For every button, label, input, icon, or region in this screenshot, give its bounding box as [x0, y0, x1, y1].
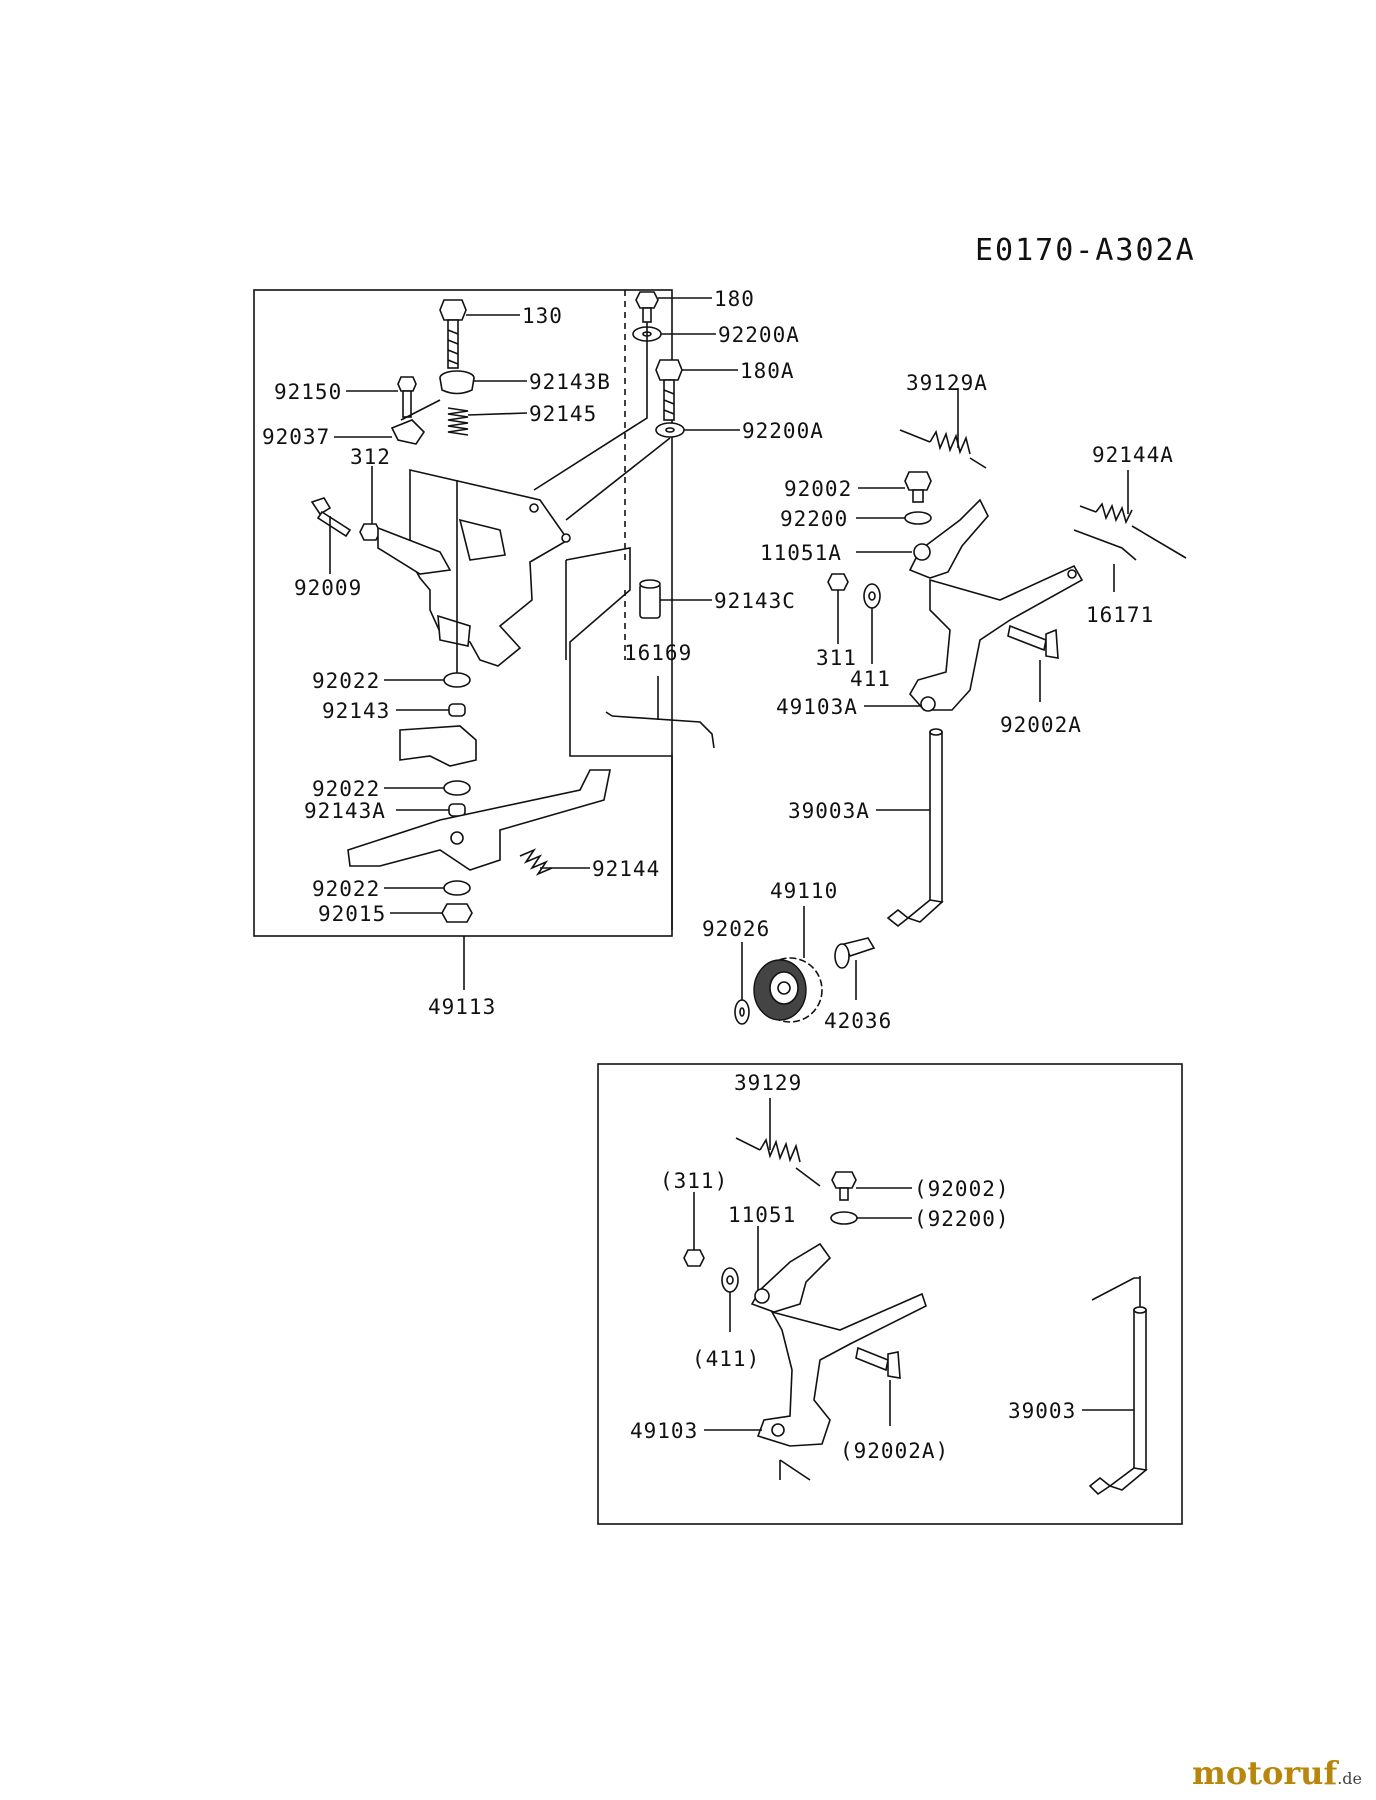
bolt-92009 [310, 497, 352, 574]
label-92144: 92144 [592, 857, 660, 881]
arm-11051A [856, 498, 989, 579]
label-92200A-top: 92200A [718, 323, 800, 347]
label-92150: 92150 [274, 380, 342, 404]
spring-92144A [1079, 470, 1187, 559]
washer-92200A-top [632, 326, 716, 342]
lever-bracket [399, 725, 477, 767]
watermark-suffix: .de [1337, 1769, 1362, 1788]
shaft-42036 [834, 937, 876, 1000]
bolt-92150 [346, 376, 417, 418]
collar-92143 [396, 703, 466, 717]
bolt-92002A-alt [855, 1346, 901, 1426]
spring-92144 [519, 848, 590, 876]
lever-49103 [756, 1292, 927, 1447]
washer-92200-alt [830, 1211, 912, 1225]
label-49110: 49110 [770, 879, 838, 903]
label-312: 312 [350, 445, 391, 469]
label-49103A: 49103A [776, 695, 858, 719]
spring-39129A [899, 388, 987, 469]
bolt-130 [439, 299, 520, 369]
arm-11051 [750, 1226, 832, 1313]
label-92026: 92026 [702, 917, 770, 941]
washer-92022-mid [384, 780, 471, 796]
collar-92143B [439, 370, 527, 395]
label-92143B: 92143B [529, 370, 611, 394]
bolt-180 [635, 291, 712, 323]
washer-411-alt [721, 1267, 739, 1332]
label-92143A: 92143A [304, 799, 386, 823]
link-16171 [1073, 529, 1137, 592]
label-92002-alt: (92002) [914, 1177, 1010, 1201]
watermark-logo: motoruf.de [1192, 1754, 1362, 1792]
label-16171: 16171 [1086, 603, 1154, 627]
assembly-box-49113 [253, 289, 673, 937]
washer-92022-top [384, 672, 471, 688]
bolt-180A [655, 359, 738, 421]
label-130: 130 [522, 304, 563, 328]
governor-plate [377, 468, 571, 667]
rod-39003A [876, 728, 944, 928]
label-180A: 180A [740, 359, 795, 383]
nut-92015 [390, 903, 473, 923]
gear-49110 [753, 906, 823, 1023]
label-92009: 92009 [294, 576, 362, 600]
watermark-brand: motoruf [1191, 1754, 1338, 1792]
label-11051: 11051 [728, 1203, 796, 1227]
collar-92143A [396, 803, 466, 817]
label-92143C: 92143C [714, 589, 796, 613]
alternate-assembly-box [597, 1063, 1183, 1525]
label-92002: 92002 [784, 477, 852, 501]
label-411-alt: (411) [692, 1347, 760, 1371]
link-rod-16169 [605, 676, 715, 749]
label-16169: 16169 [624, 641, 692, 665]
bracket-92037 [334, 419, 426, 445]
label-92022-mid: 92022 [312, 777, 380, 801]
diagram-code: E0170-A302A [975, 233, 1196, 268]
spring-39129 [735, 1098, 821, 1187]
collar-92143C [639, 579, 712, 619]
label-311: 311 [816, 646, 857, 670]
washer-411 [863, 583, 881, 664]
label-92015: 92015 [318, 902, 386, 926]
washer-92026 [734, 942, 750, 1025]
label-92200: 92200 [780, 507, 848, 531]
spring-92145 [447, 407, 528, 436]
label-311-alt: (311) [660, 1169, 728, 1193]
label-11051A: 11051A [760, 541, 842, 565]
label-92200A-second: 92200A [742, 419, 824, 443]
label-411: 411 [850, 667, 891, 691]
bolt-92002 [858, 471, 932, 503]
label-92144A: 92144A [1092, 443, 1174, 467]
label-39003A: 39003A [788, 799, 870, 823]
label-92002A: 92002A [1000, 713, 1082, 737]
washer-92200 [856, 511, 932, 525]
washer-92022-bottom [384, 880, 471, 896]
label-39129: 39129 [734, 1071, 802, 1095]
governor-lever [347, 769, 611, 871]
lever-49103A [864, 564, 1084, 712]
label-92200-alt: (92200) [914, 1207, 1010, 1231]
label-39129A: 39129A [906, 371, 988, 395]
label-49113: 49113 [428, 995, 496, 1019]
label-92022-top: 92022 [312, 669, 380, 693]
label-39003: 39003 [1008, 1399, 1076, 1423]
label-42036: 42036 [824, 1009, 892, 1033]
rod-39003 [1082, 1276, 1148, 1496]
label-92037: 92037 [262, 425, 330, 449]
label-92022-bottom: 92022 [312, 877, 380, 901]
label-92002A-alt: (92002A) [840, 1439, 949, 1463]
label-180: 180 [714, 287, 755, 311]
washer-92200A-second [655, 422, 740, 438]
nut-312 [359, 466, 381, 541]
label-49103: 49103 [630, 1419, 698, 1443]
bolt-92002-alt [831, 1171, 912, 1201]
nut-311 [827, 573, 849, 644]
label-92143: 92143 [322, 699, 390, 723]
bolt-92002A [1007, 624, 1059, 702]
label-92145: 92145 [529, 402, 597, 426]
nut-311-alt [683, 1192, 705, 1267]
